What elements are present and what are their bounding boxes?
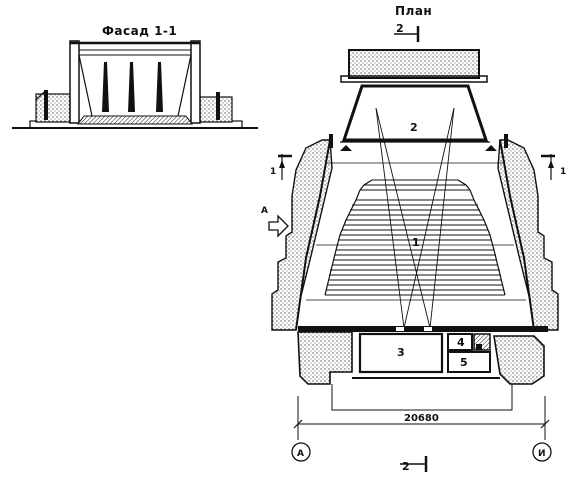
room-5-label: 5 — [460, 356, 468, 369]
facade-elevation: Фасад 1-1 — [12, 24, 258, 129]
facade-left-pylon — [69, 40, 80, 124]
rear-annex — [348, 49, 480, 79]
room-3 — [358, 332, 444, 374]
section-1-left-label: 1 — [270, 167, 276, 177]
room-3-label: 3 — [397, 346, 405, 359]
facade-left-wing — [35, 93, 71, 123]
section-1-right-label: 1 — [560, 167, 566, 177]
plan-drawing: План 2 2 — [261, 4, 566, 473]
facade-fin-1 — [102, 62, 109, 112]
room-2-label: 2 — [410, 121, 418, 134]
facade-fin-2 — [128, 62, 135, 112]
axis-i-label: И — [538, 449, 546, 459]
hall-right-wall — [497, 139, 559, 331]
seating-rows — [325, 179, 505, 296]
section-2-bottom-label: 2 — [402, 460, 410, 473]
axis-bubble-a — [291, 442, 311, 462]
section-2-top-label: 2 — [396, 22, 404, 35]
plan-title: План — [395, 4, 432, 18]
axis-a-label: А — [297, 449, 304, 459]
axis-bubble-i — [532, 442, 552, 462]
facade-fin-3 — [156, 62, 163, 112]
entrance-lobby-left — [297, 331, 353, 385]
stage-area — [341, 84, 489, 142]
projection-rays — [375, 107, 455, 329]
room-4-label: 4 — [457, 336, 465, 349]
facade-right-pylon — [190, 40, 201, 124]
facade-title: Фасад 1-1 — [102, 24, 177, 38]
room-5 — [447, 351, 491, 373]
room-4 — [447, 333, 473, 351]
view-arrow — [268, 214, 289, 238]
entrance-lobby-right — [493, 335, 545, 385]
facade-podium — [77, 115, 193, 125]
room-1-label: 1 — [412, 236, 420, 249]
view-arrow-label: А — [261, 206, 268, 216]
dimension-label: 20680 — [404, 413, 439, 424]
hall-left-wall — [271, 139, 333, 331]
